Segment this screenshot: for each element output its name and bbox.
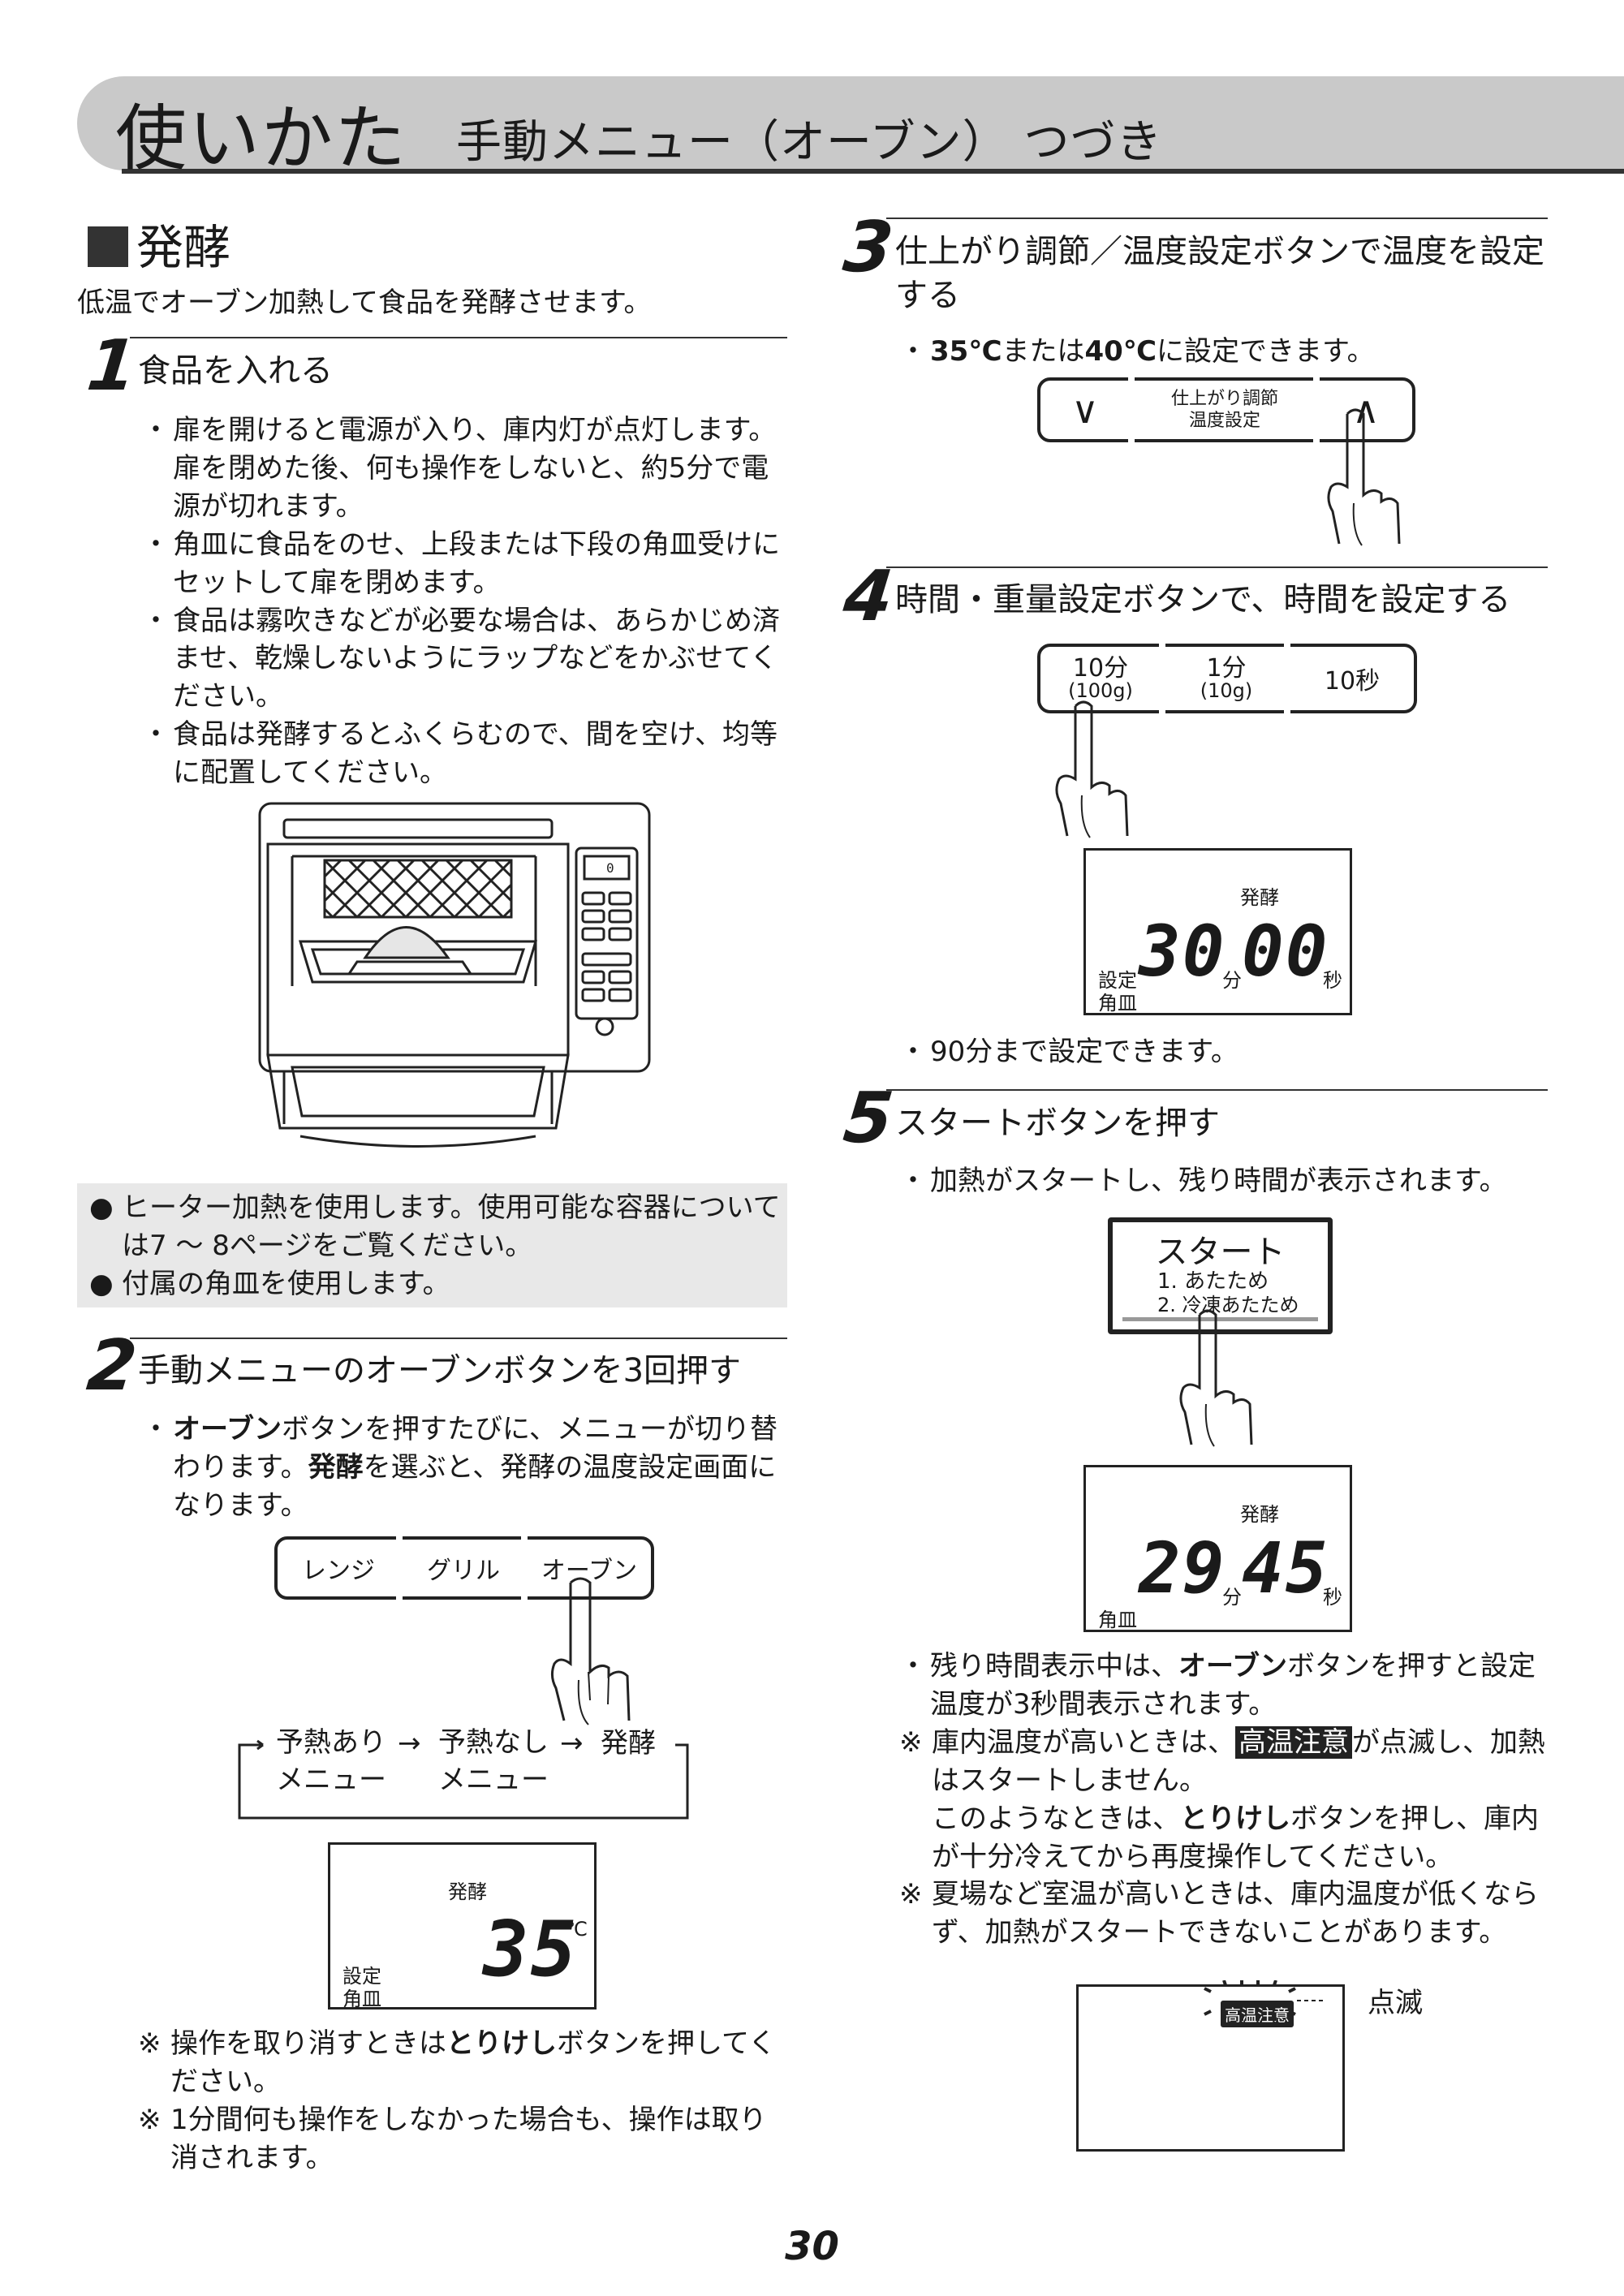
note-item: ※1分間何も操作をしなかった場合も、操作は取り消されます。	[138, 2103, 767, 2174]
lcd-min-unit: 分	[1222, 969, 1242, 992]
cycle-arrow-icon: →	[560, 1727, 584, 1760]
blinking-warning-badge: 高温注意	[1221, 2001, 1294, 2027]
step5-bullet: 加熱がスタートし、残り時間が表示されます。	[899, 1162, 1507, 1200]
header-underline	[122, 169, 1624, 174]
step3-title: 仕上がり調節／温度設定ボタンで温度を設定する	[895, 233, 1544, 314]
list-item: 食品は発酵するとふくらむので、間を空け、均等に配置してください。	[142, 716, 791, 792]
note-item: ※操作を取り消すときはとりけしボタンを押してください。	[138, 2027, 776, 2098]
page-subtitle: 手動メニュー（オーブン） つづき	[456, 116, 1163, 169]
grill-button[interactable]: グリル	[427, 1557, 500, 1585]
cycle-arrow-icon: →	[398, 1727, 421, 1760]
lcd-temp-value: 35	[483, 1906, 579, 1994]
step-number-4: 4	[839, 556, 898, 637]
step4-bullet: 90分まで設定できます。	[899, 1033, 1238, 1071]
lcd-min-unit: 分	[1222, 1586, 1242, 1609]
lcd-sec-unit: 秒	[1323, 1586, 1342, 1609]
ten-minute-button[interactable]: 10分(100g)	[1068, 653, 1133, 703]
high-temp-warning-badge: 高温注意	[1235, 1725, 1352, 1759]
blink-rays-icon	[1204, 1980, 1323, 2021]
lcd-minutes: 29	[1139, 1528, 1226, 1609]
lcd-display-temp: 発酵 35 ℃ 設定 角皿	[328, 1842, 597, 2010]
step-number-5: 5	[839, 1078, 898, 1159]
notebox-line: ●ヒーター加熱を使用します。使用可能な容器については7 ～ 8ページをご覧くださ…	[89, 1191, 781, 1262]
page-title: 使いかた	[115, 97, 408, 180]
list-item: 角皿に食品をのせ、上段または下段の角皿受けにセットして扉を閉めます。	[142, 526, 791, 602]
lcd-display-time-remaining: 発酵 29 分 45 秒 角皿	[1083, 1465, 1352, 1632]
step2-notes: ※操作を取り消すときはとりけしボタンを押してください。 ※1分間何も操作をしなか…	[138, 2025, 791, 2178]
lcd-label-tray: 角皿	[1098, 1609, 1137, 1631]
info-notebox	[77, 1183, 787, 1307]
square-bullet-icon	[88, 226, 128, 267]
step-number-1: 1	[83, 325, 141, 407]
pressing-hand-icon	[550, 1577, 631, 1725]
lcd-label-tray: 角皿	[1098, 992, 1137, 1014]
time-weight-panel: 10分(100g) 1分(10g) 10秒	[1037, 639, 1417, 718]
step-divider	[130, 337, 787, 338]
menu-cycle-diagram	[238, 1739, 689, 1820]
lcd-display-time-set: 発酵 30 分 00 秒 設定 角皿	[1083, 848, 1352, 1015]
step3-bullet: 35℃または40℃に設定できます。	[899, 333, 1375, 371]
lcd-label-setting: 設定	[342, 1965, 381, 1988]
lcd-sec-unit: 秒	[1323, 969, 1342, 992]
pressing-hand-icon	[1055, 700, 1129, 838]
svg-text:0: 0	[606, 860, 614, 876]
lcd-seconds: 00	[1242, 911, 1329, 993]
step1-bullets: 扉を開けると電源が入り、庫内灯が点灯します。扉を閉めた後、何も操作をしないと、約…	[142, 411, 791, 792]
oven-button[interactable]: オーブン	[541, 1557, 638, 1585]
step-number-2: 2	[83, 1325, 141, 1406]
lcd-mode-label: 発酵	[1240, 1503, 1279, 1526]
step5-notes: 残り時間表示中は、オーブンボタンを押すと設定温度が3秒間表示されます。 ※庫内温…	[899, 1648, 1553, 1952]
step-divider	[130, 1338, 787, 1339]
step1-title: 食品を入れる	[138, 352, 333, 390]
header-bar	[77, 76, 1624, 170]
notebox-line: ●付属の角皿を使用します。	[89, 1267, 450, 1300]
menu-button-panel: レンジ グリル オーブン	[274, 1531, 654, 1605]
pressing-hand-icon	[1179, 1309, 1253, 1447]
lcd-mode-label: 発酵	[448, 1880, 487, 1903]
oven-illustration: 0	[258, 802, 651, 1148]
cycle-item-2: 予熱なしメニュー	[438, 1726, 549, 1796]
ten-second-button[interactable]: 10秒	[1324, 667, 1381, 696]
list-item: 残り時間表示中は、オーブンボタンを押すと設定温度が3秒間表示されます。	[899, 1648, 1553, 1724]
lcd-unit: ℃	[566, 1918, 588, 1941]
down-arrow-button[interactable]: ∨	[1071, 388, 1099, 432]
temp-adjust-panel: ∨ 仕上がり調節温度設定 ∧	[1037, 373, 1415, 447]
step5-title: スタートボタンを押す	[895, 1105, 1220, 1142]
note-item: このようなときは、とりけしボタンを押し、庫内が十分冷えてから再度操作してください…	[932, 1802, 1539, 1873]
section-title: 発酵	[88, 209, 230, 278]
lcd-mode-label: 発酵	[1240, 886, 1279, 909]
start-button[interactable]: スタート 1. あたため 2. 冷凍あたため	[1108, 1217, 1333, 1334]
notebox-content: ●ヒーター加熱を使用します。使用可能な容器については7 ～ 8ページをご覧くださ…	[89, 1189, 787, 1303]
step2-bullet: オーブンボタンを押すたびに、メニューが切り替わります。発酵を選ぶと、発酵の温度設…	[142, 1411, 791, 1525]
step4-title: 時間・重量設定ボタンで、時間を設定する	[895, 581, 1511, 618]
temp-setting-label: 仕上がり調節温度設定	[1170, 388, 1278, 432]
list-item: 扉を開けると電源が入り、庫内灯が点灯します。扉を閉めた後、何も操作をしないと、約…	[142, 411, 791, 526]
note-item: ※夏場など室温が高いときは、庫内温度が低くならず、加熱がスタートできないことがあ…	[899, 1878, 1539, 1949]
step-divider	[886, 566, 1548, 568]
step-divider	[886, 1089, 1548, 1091]
step2-title: 手動メニューのオーブンボタンを3回押す	[138, 1352, 742, 1389]
step-divider	[886, 218, 1548, 219]
step-number-3: 3	[839, 207, 898, 288]
lcd-label-tray: 角皿	[342, 1988, 381, 2010]
section-intro: 低温でオーブン加熱して食品を発酵させます。	[77, 286, 652, 319]
lcd-seconds: 45	[1242, 1528, 1329, 1609]
page-number: 30	[785, 2224, 839, 2269]
start-option-1: 1. あたため	[1157, 1269, 1269, 1294]
lcd-label-setting: 設定	[1098, 969, 1137, 992]
blink-label: 点滅	[1368, 1987, 1423, 2019]
cycle-item-1: 予熱ありメニュー	[276, 1726, 386, 1796]
lcd-minutes: 30	[1139, 911, 1226, 993]
one-minute-button[interactable]: 1分(10g)	[1200, 653, 1253, 703]
pressing-hand-icon	[1327, 408, 1401, 546]
list-item: 食品は霧吹きなどが必要な場合は、あらかじめ済ませ、乾燥しないようにラップなどをか…	[142, 602, 791, 717]
start-button-title: スタート	[1155, 1234, 1286, 1271]
range-button[interactable]: レンジ	[302, 1557, 375, 1585]
cycle-item-3: 発酵	[601, 1727, 656, 1760]
start-option-2: 2. 冷凍あたため	[1157, 1294, 1299, 1316]
note-item: ※庫内温度が高いときは、高温注意が点滅し、加熱はスタートしません。	[899, 1725, 1545, 1797]
